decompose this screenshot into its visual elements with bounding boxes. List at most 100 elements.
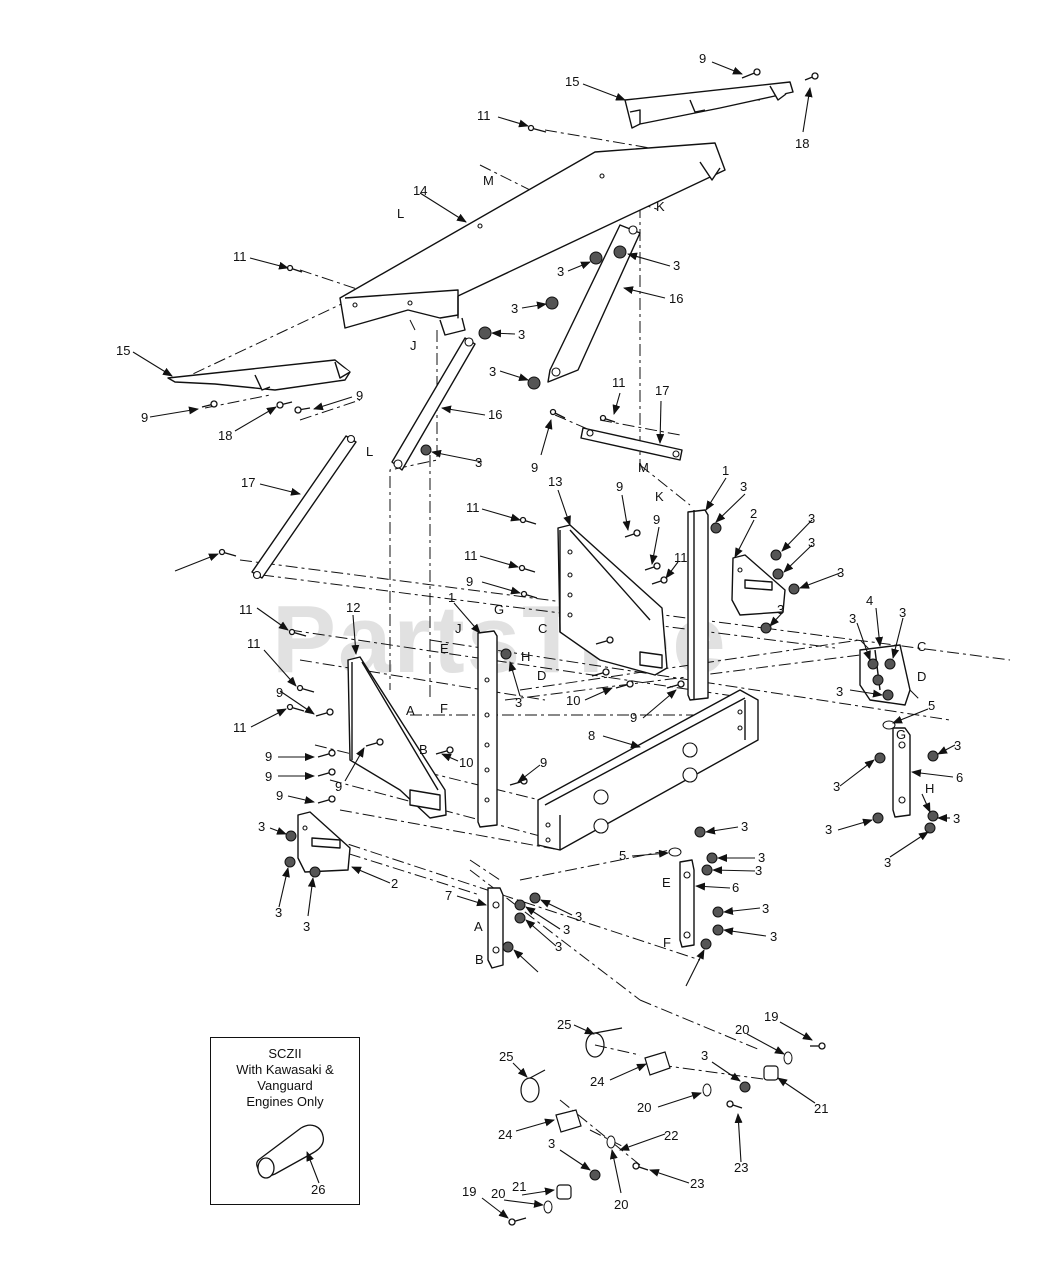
callout-label: B [419,742,428,757]
part-14-top-plate [339,142,726,336]
callout-label: 8 [588,728,595,743]
callout-label: M [483,173,494,188]
inset-caption: SCZII With Kawasaki & Vanguard Engines O… [211,1046,359,1110]
callout-label: 3 [515,695,522,710]
callout-label: 3 [899,605,906,620]
callout-label: C [917,639,926,654]
callout-label: K [655,489,664,504]
inset-hose-drawing: 26 [256,1124,325,1197]
callout-label: 3 [518,327,525,342]
callout-label: B [475,952,484,967]
callout-label: 3 [741,819,748,834]
callout-label: 3 [825,822,832,837]
callout-label: 11 [233,249,247,264]
callout-label: 24 [498,1127,512,1142]
inset-caption-line: Vanguard [257,1078,313,1093]
callout-label: 16 [669,291,683,306]
callout-label: A [406,703,415,718]
callout-label: 13 [548,474,562,489]
callout-label: 3 [555,939,562,954]
callout-label: 25 [557,1017,571,1032]
callout-label: 21 [814,1101,828,1116]
inset-box: SCZII With Kawasaki & Vanguard Engines O… [210,1037,360,1205]
callout-label: 11 [466,500,480,515]
callout-label: 9 [335,779,342,794]
callout-label: 20 [637,1100,651,1115]
callout-label: 20 [735,1022,749,1037]
callout-label: G [896,727,906,742]
callout-label: 9 [699,51,706,66]
callout-label: 21 [512,1179,526,1194]
leader-lines [132,61,956,1219]
callout-label: 5 [619,848,626,863]
callout-label: 11 [233,720,247,735]
callout-label: 4 [866,593,873,608]
callout-label: E [662,875,671,890]
part-8-main-frame [537,689,759,851]
callout-label: 9 [616,479,623,494]
callout-label: J [455,621,462,636]
callout-label: 11 [674,550,688,565]
callout-label: C [538,621,547,636]
callout-label: 9 [265,749,272,764]
callout-label: L [366,444,373,459]
callout-label: J [410,338,417,353]
part-1-post-left [477,630,498,828]
callout-label: 17 [241,475,255,490]
callout-label: 3 [777,602,784,617]
callout-label: 18 [795,136,809,151]
callout-label: E [440,641,449,656]
inset-caption-line: With Kawasaki & [236,1062,334,1077]
callout-label: 3 [836,684,843,699]
callout-label: 6 [956,770,963,785]
callout-label: 19 [764,1009,778,1024]
callout-label: 23 [734,1160,748,1175]
hair-pin-group [520,1027,623,1103]
callout-label: 3 [884,855,891,870]
callout-label: L [397,206,404,221]
callout-label: 22 [664,1128,678,1143]
callout-label: F [663,935,671,950]
callout-label: 3 [770,929,777,944]
callout-label: 3 [548,1136,555,1151]
callout-label: 11 [612,375,626,390]
callout-label: 18 [218,428,232,443]
callout-label: H [521,649,530,664]
bushing-group [555,1051,779,1200]
part-13-side-plate [557,524,668,676]
callout-label: 17 [655,383,669,398]
callout-label: 9 [630,710,637,725]
callout-label: 24 [590,1074,604,1089]
callout-label: 12 [346,600,360,615]
nut-group [284,245,939,1181]
part-12-side-plate [347,656,447,819]
part-6-bracket-center [679,859,695,948]
callout-label: 3 [563,922,570,937]
callout-label: 1 [448,590,455,605]
callout-label: 14 [413,183,427,198]
callout-label: 3 [701,1048,708,1063]
callout-label: K [656,199,665,214]
callout-label: G [494,602,504,617]
callout-label: 10 [459,755,473,770]
callout-label: 9 [276,788,283,803]
callout-label: 3 [849,611,856,626]
callout-label: M [638,460,649,475]
callout-label: 11 [477,108,491,123]
callout-label: 11 [247,636,261,651]
callout-label: 3 [808,511,815,526]
callout-labels: 9 15 18 11 M 14 L K 11 3 3 16 3 J 3 15 3… [116,51,963,1212]
inset-caption-line: Engines Only [246,1094,324,1109]
callout-label: 3 [740,479,747,494]
callout-label: 3 [303,919,310,934]
callout-label: 3 [557,264,564,279]
callout-label: F [440,701,448,716]
callout-label: 9 [276,685,283,700]
callout-label: 7 [445,888,452,903]
part-17-short-link [580,427,683,461]
callout-label: 9 [653,512,660,527]
callout-label: 3 [762,901,769,916]
callout-label: 5 [928,698,935,713]
callout-label: 6 [732,880,739,895]
